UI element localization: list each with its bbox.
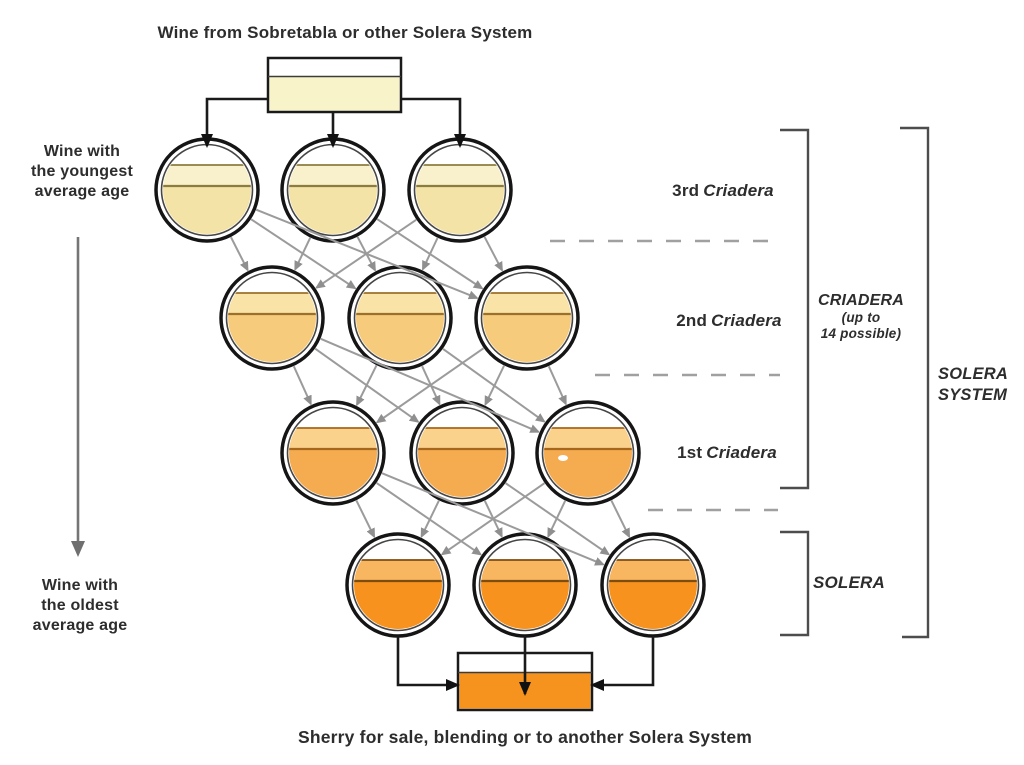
barrel-rows <box>154 137 706 638</box>
transfer-arrow <box>483 236 503 272</box>
transfer-arrow <box>420 500 440 539</box>
solera-bracket <box>780 530 810 637</box>
barrel <box>474 265 580 371</box>
barrel <box>472 532 578 638</box>
transfer-arrow <box>294 237 312 272</box>
barrel <box>535 400 641 506</box>
barrel-fill <box>609 559 697 629</box>
barrel <box>280 400 386 506</box>
solera-bracket-label: SOLERA <box>812 573 886 592</box>
barrel <box>347 265 453 371</box>
youngest-age-label: Wine with the youngest average age <box>31 143 133 200</box>
transfer-arrow <box>547 365 567 406</box>
transfer-arrow <box>422 237 439 271</box>
transfer-arrow <box>484 365 505 407</box>
bottom-connector-right <box>590 636 655 691</box>
transfer-arrow <box>375 347 485 424</box>
transfer-arrow <box>314 219 417 289</box>
transfer-arrows <box>230 208 631 566</box>
barrel-fill <box>289 427 377 497</box>
solera-system-label: SOLERA SYSTEM <box>938 365 1008 404</box>
barrel <box>219 265 325 371</box>
barrel <box>407 137 513 243</box>
transfer-arrow <box>356 365 378 407</box>
barrel-fill <box>416 164 504 234</box>
barrel-fill <box>418 427 506 497</box>
top-cask <box>266 56 403 114</box>
transfer-arrow <box>230 236 249 272</box>
barrel-fill <box>163 164 251 234</box>
barrel-fill <box>483 292 571 362</box>
barrel <box>600 532 706 638</box>
bottom-caption: Sherry for sale, blending or to another … <box>297 727 753 747</box>
top-connector-left <box>201 97 268 148</box>
criadera-bracket <box>780 128 810 490</box>
transfer-arrow <box>355 500 376 539</box>
criadera-bracket-label: CRIADERA (up to 14 possible) <box>817 292 905 341</box>
transfer-arrow <box>610 500 631 539</box>
barrel <box>409 400 515 506</box>
top-caption: Wine from Sobretabla or other Solera Sys… <box>157 23 533 42</box>
transfer-arrow <box>440 482 546 556</box>
artifact-dot <box>558 455 568 461</box>
barrel-fill <box>354 559 442 629</box>
oldest-age-label: Wine with the oldest average age <box>32 577 128 634</box>
barrel-fill <box>544 427 632 497</box>
barrel-fill <box>289 164 377 234</box>
bottom-connector-left <box>396 636 460 691</box>
solera-system-bracket <box>900 126 930 639</box>
barrel-fill <box>228 292 316 362</box>
barrel-fill <box>481 559 569 629</box>
transfer-arrow <box>547 500 567 539</box>
barrel <box>280 137 386 243</box>
top-connector-right <box>401 97 466 148</box>
transfer-arrow <box>376 482 483 556</box>
barrel <box>345 532 451 638</box>
barrel <box>154 137 260 243</box>
transfer-arrow <box>292 365 312 406</box>
